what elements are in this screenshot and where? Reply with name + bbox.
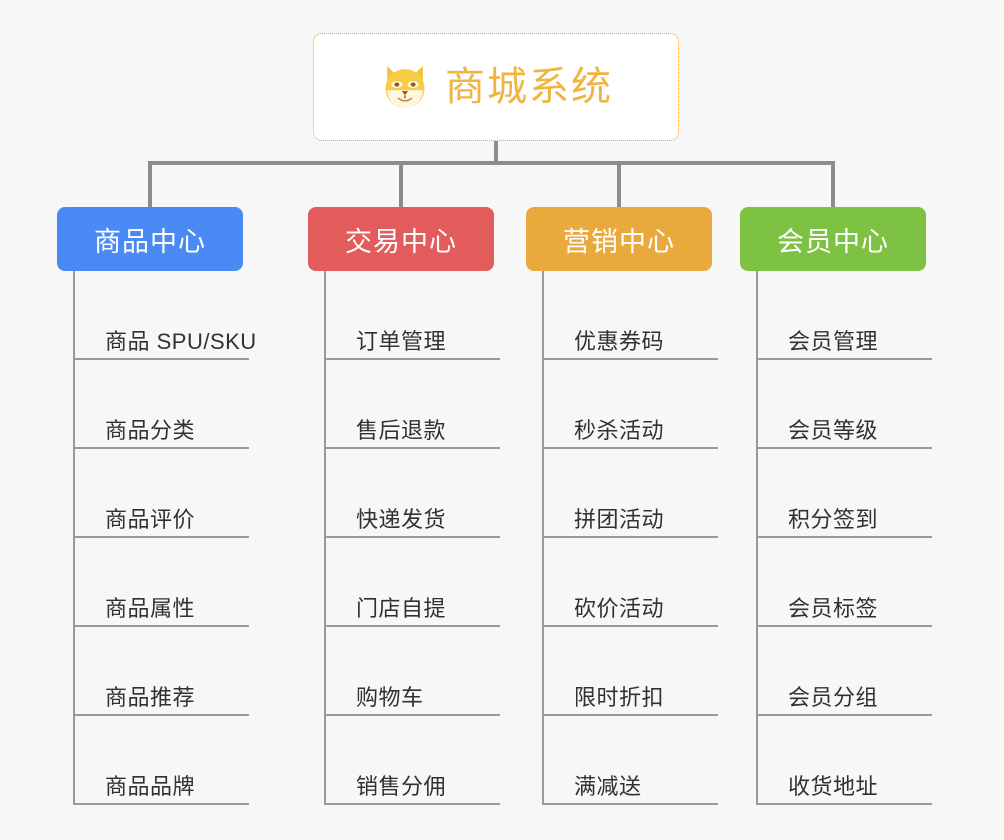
list-item[interactable]: 会员等级 bbox=[758, 360, 932, 449]
connector-root-stem bbox=[494, 141, 498, 165]
leaf-label: 商品推荐 bbox=[105, 684, 196, 710]
list-item[interactable]: 商品品牌 bbox=[75, 716, 249, 805]
leaf-label: 砍价活动 bbox=[574, 595, 665, 621]
list-item[interactable]: 售后退款 bbox=[326, 360, 500, 449]
category-header-marketing[interactable]: 营销中心 bbox=[526, 207, 712, 271]
leaf-label: 秒杀活动 bbox=[574, 417, 665, 443]
list-item[interactable]: 砍价活动 bbox=[544, 538, 718, 627]
leaf-list-trade: 订单管理 售后退款 快递发货 门店自提 购物车 销售分佣 bbox=[324, 271, 500, 805]
connector-horizontal-bar bbox=[148, 161, 835, 165]
list-item[interactable]: 优惠券码 bbox=[544, 271, 718, 360]
leaf-label: 商品评价 bbox=[105, 506, 196, 532]
leaf-label: 商品属性 bbox=[105, 595, 196, 621]
leaf-label: 门店自提 bbox=[356, 595, 447, 621]
leaf-label: 购物车 bbox=[356, 684, 424, 710]
list-item[interactable]: 销售分佣 bbox=[326, 716, 500, 805]
list-item[interactable]: 商品分类 bbox=[75, 360, 249, 449]
list-item[interactable]: 商品推荐 bbox=[75, 627, 249, 716]
leaf-label: 订单管理 bbox=[356, 328, 447, 354]
category-header-label: 营销中心 bbox=[563, 226, 675, 257]
list-item[interactable]: 订单管理 bbox=[326, 271, 500, 360]
leaf-label: 拼团活动 bbox=[574, 506, 665, 532]
category-header-product[interactable]: 商品中心 bbox=[57, 207, 243, 271]
leaf-label: 商品品牌 bbox=[105, 773, 196, 799]
leaf-label: 商品分类 bbox=[105, 417, 196, 443]
leaf-label: 积分签到 bbox=[788, 506, 879, 532]
list-item[interactable]: 购物车 bbox=[326, 627, 500, 716]
category-column-product: 商品中心 商品 SPU/SKU 商品分类 商品评价 商品属性 商品推荐 商品品牌 bbox=[57, 207, 256, 805]
leaf-label: 限时折扣 bbox=[574, 684, 665, 710]
list-item[interactable]: 商品属性 bbox=[75, 538, 249, 627]
leaf-label: 商品 SPU/SKU bbox=[105, 328, 257, 354]
category-column-member: 会员中心 会员管理 会员等级 积分签到 会员标签 会员分组 收货地址 bbox=[740, 207, 932, 805]
list-item[interactable]: 拼团活动 bbox=[544, 449, 718, 538]
root-node[interactable]: 商城系统 bbox=[313, 33, 679, 141]
category-header-label: 商品中心 bbox=[94, 226, 206, 257]
list-item[interactable]: 门店自提 bbox=[326, 538, 500, 627]
leaf-list-marketing: 优惠券码 秒杀活动 拼团活动 砍价活动 限时折扣 满减送 bbox=[542, 271, 718, 805]
leaf-label: 售后退款 bbox=[356, 417, 447, 443]
leaf-label: 会员标签 bbox=[788, 595, 879, 621]
leaf-label: 会员等级 bbox=[788, 417, 879, 443]
leaf-label: 快递发货 bbox=[356, 506, 447, 532]
list-item[interactable]: 秒杀活动 bbox=[544, 360, 718, 449]
category-header-label: 交易中心 bbox=[345, 226, 457, 257]
list-item[interactable]: 积分签到 bbox=[758, 449, 932, 538]
connector-drop-4 bbox=[831, 161, 835, 207]
connector-drop-3 bbox=[617, 161, 621, 207]
shiba-dog-face-icon bbox=[385, 65, 425, 109]
leaf-label: 满减送 bbox=[574, 773, 642, 799]
list-item[interactable]: 限时折扣 bbox=[544, 627, 718, 716]
connector-drop-1 bbox=[148, 161, 152, 207]
leaf-label: 销售分佣 bbox=[356, 773, 447, 799]
root-title: 商城系统 bbox=[445, 65, 613, 109]
list-item[interactable]: 快递发货 bbox=[326, 449, 500, 538]
list-item[interactable]: 会员标签 bbox=[758, 538, 932, 627]
leaf-list-member: 会员管理 会员等级 积分签到 会员标签 会员分组 收货地址 bbox=[756, 271, 932, 805]
leaf-label: 会员分组 bbox=[788, 684, 879, 710]
list-item[interactable]: 会员管理 bbox=[758, 271, 932, 360]
category-header-trade[interactable]: 交易中心 bbox=[308, 207, 494, 271]
list-item[interactable]: 收货地址 bbox=[758, 716, 932, 805]
list-item[interactable]: 商品评价 bbox=[75, 449, 249, 538]
leaf-list-product: 商品 SPU/SKU 商品分类 商品评价 商品属性 商品推荐 商品品牌 bbox=[73, 271, 256, 805]
category-column-marketing: 营销中心 优惠券码 秒杀活动 拼团活动 砍价活动 限时折扣 满减送 bbox=[526, 207, 718, 805]
leaf-label: 收货地址 bbox=[788, 773, 879, 799]
leaf-label: 会员管理 bbox=[788, 328, 879, 354]
list-item[interactable]: 会员分组 bbox=[758, 627, 932, 716]
category-column-trade: 交易中心 订单管理 售后退款 快递发货 门店自提 购物车 销售分佣 bbox=[308, 207, 500, 805]
leaf-label: 优惠券码 bbox=[574, 328, 665, 354]
category-header-label: 会员中心 bbox=[777, 226, 889, 257]
category-header-member[interactable]: 会员中心 bbox=[740, 207, 926, 271]
list-item[interactable]: 满减送 bbox=[544, 716, 718, 805]
connector-drop-2 bbox=[399, 161, 403, 207]
list-item[interactable]: 商品 SPU/SKU bbox=[75, 271, 256, 360]
